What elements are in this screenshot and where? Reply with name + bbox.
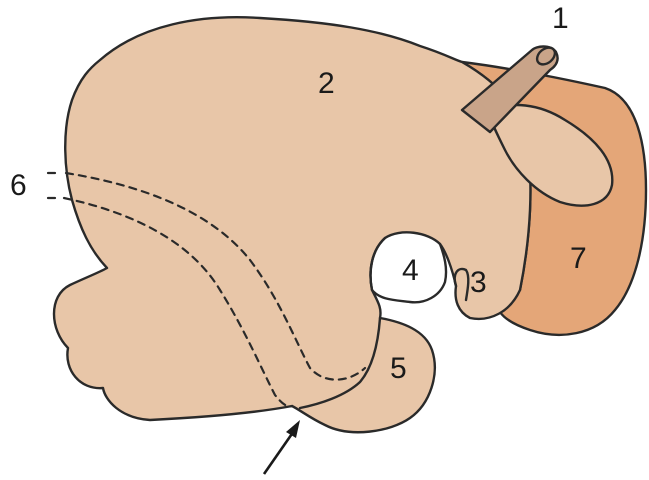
label-3: 3 <box>470 266 487 299</box>
label-5: 5 <box>390 352 407 385</box>
main-body <box>54 17 530 432</box>
label-2: 2 <box>318 67 335 100</box>
label-1: 1 <box>552 2 569 35</box>
label-7: 7 <box>570 242 587 275</box>
label-6: 6 <box>10 169 27 202</box>
label-4: 4 <box>402 254 419 287</box>
arrow-up-right-icon <box>264 420 300 474</box>
